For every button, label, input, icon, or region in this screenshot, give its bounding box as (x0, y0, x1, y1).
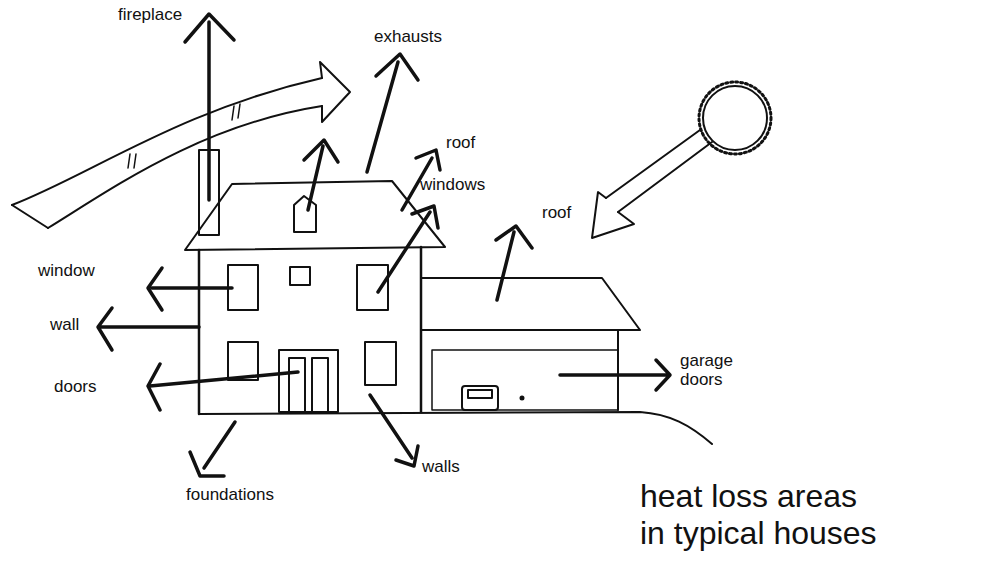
caption: heat loss areas in typical houses (640, 478, 886, 552)
garage-door (432, 350, 618, 410)
front-door (279, 350, 338, 412)
foundations-label: foundations (186, 486, 274, 505)
window-label: window (38, 262, 95, 281)
garage (421, 278, 640, 410)
wall-label: wall (50, 316, 79, 335)
sun (592, 82, 771, 238)
garage-doors-label: garage doors (680, 352, 760, 389)
car (462, 386, 524, 410)
roof-outline (185, 181, 445, 250)
fireplace-label: fireplace (118, 6, 182, 25)
heat-loss-arrows (98, 14, 670, 476)
dormer (294, 196, 316, 232)
roof-label: roof (542, 204, 571, 223)
ground-line (199, 412, 712, 444)
windows-label: windows (420, 176, 485, 195)
wind-arrow (12, 62, 350, 228)
doors-label: doors (54, 378, 97, 397)
roof-label: roof (446, 134, 475, 153)
house-walls (199, 247, 421, 414)
walls-label: walls (422, 458, 460, 477)
exhausts-label: exhausts (374, 28, 442, 47)
